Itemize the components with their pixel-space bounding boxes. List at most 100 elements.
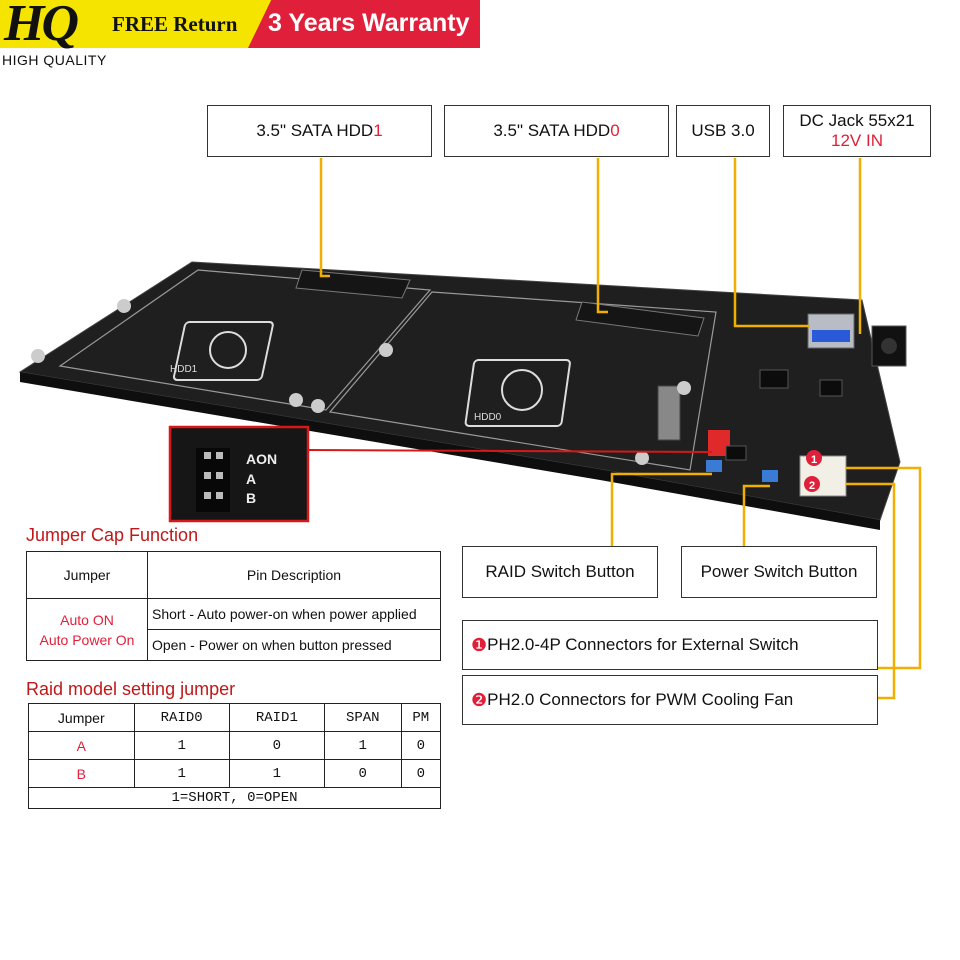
jumper-zoom-inset: [168, 425, 310, 523]
label-raid-button: RAID Switch Button: [462, 546, 658, 598]
jumper-caps: [708, 430, 730, 456]
table-row: Open - Power on when button pressed: [27, 629, 441, 661]
label-hdd0-num: 0: [610, 121, 620, 140]
warranty-text: 3 Years Warranty: [268, 9, 470, 37]
jumper-cap-open: Open - Power on when button pressed: [147, 629, 441, 661]
table-row: Jumper RAID0 RAID1 SPAN PM: [28, 703, 442, 732]
screw: [117, 299, 131, 313]
chip-c: [725, 445, 747, 461]
pin-header: [657, 385, 681, 441]
marker-2: [804, 476, 820, 492]
conn2-number: ❷: [471, 689, 488, 710]
zoom-label-aon: AON: [246, 451, 277, 467]
marker-2-text: 2: [809, 480, 815, 492]
zoom-pin: [216, 492, 223, 499]
chip-b: [819, 379, 843, 397]
leader-usb: [733, 158, 810, 328]
raid-header: SPAN: [323, 703, 402, 732]
raid-footer: 1=SHORT, 0=OPEN: [28, 787, 441, 809]
zoom-pin: [204, 492, 211, 499]
zoom-label-b: B: [246, 490, 256, 506]
warranty-badge: 3 Years Warranty: [248, 0, 480, 48]
jumper-cap-header-desc: Pin Description: [147, 551, 441, 599]
sata-connector-hdd0: [575, 301, 705, 337]
raid-cell: 1: [133, 731, 230, 760]
raid-cell: 0: [400, 759, 442, 788]
table-row: A 1 0 1 0: [28, 731, 442, 760]
free-return-badge: FREE Return: [108, 0, 278, 48]
usb-port-inner: [812, 330, 850, 342]
zoom-pin: [216, 472, 223, 479]
hdd0-icon: [464, 359, 571, 427]
marker-1-text: 1: [811, 454, 817, 466]
jumper-cap-short: Short - Auto power-on when power applied: [147, 598, 441, 630]
table-row: Jumper Pin Description: [26, 551, 441, 599]
table-row: 1=SHORT, 0=OPEN: [28, 787, 441, 809]
screw: [289, 393, 303, 407]
zoom-leader: [307, 449, 713, 453]
screw: [31, 349, 45, 363]
label-dc-line1: DC Jack 55x21: [799, 111, 915, 130]
raid-cell: 1: [228, 759, 325, 788]
leader-raid: [610, 472, 712, 546]
power-button: [762, 470, 778, 482]
label-hdd1-num: 1: [373, 121, 383, 140]
raid-header: RAID0: [133, 703, 230, 732]
label-power-button: Power Switch Button: [681, 546, 877, 598]
leader-power: [742, 484, 770, 546]
hdd1-icon: [172, 321, 274, 381]
conn1-number: ❶: [471, 634, 488, 655]
raid-row-jumper: A: [28, 731, 135, 760]
table-row: B 1 1 0 0: [28, 759, 442, 788]
screw: [635, 451, 649, 465]
label-dc-line2: 12V IN: [831, 131, 883, 150]
zoom-header-block: [196, 448, 230, 512]
table-row: Auto ON Auto Power On Short - Auto power…: [26, 598, 441, 661]
label-hdd1-text: 3.5" SATA HDD: [256, 121, 374, 140]
hq-subtitle: HIGH QUALITY: [2, 52, 107, 68]
raid-header: RAID1: [228, 703, 325, 732]
screw: [677, 381, 691, 395]
marker-1: [806, 450, 822, 466]
screw: [379, 343, 393, 357]
auto-power-on-label: Auto Power On: [39, 631, 135, 648]
raid-table: Jumper RAID0 RAID1 SPAN PM A 1 0 1 0 B 1…: [28, 703, 442, 809]
leader-hdd0: [596, 158, 608, 314]
label-usb: USB 3.0: [676, 105, 770, 157]
free-return-text: FREE Return: [112, 12, 238, 36]
jumper-cap-table: Jumper Pin Description Auto ON Auto Powe…: [26, 551, 441, 661]
leader-hdd1: [319, 158, 330, 278]
hdd1-disc-icon: [209, 331, 247, 369]
chip-a: [759, 369, 789, 389]
dc-jack: [871, 325, 907, 367]
conn1-text: PH2.0-4P Connectors for External Switch: [487, 635, 799, 654]
zoom-pin: [216, 452, 223, 459]
zoom-pin: [204, 452, 211, 459]
zoom-label-a: A: [246, 471, 256, 487]
raid-cell: 0: [400, 731, 442, 760]
raid-cell: 0: [228, 731, 325, 760]
raid-cell: 0: [323, 759, 402, 788]
hdd0-disc-icon: [501, 369, 543, 411]
jumper-cap-title: Jumper Cap Function: [26, 525, 199, 545]
raid-header: Jumper: [28, 703, 135, 732]
raid-header: PM: [400, 703, 442, 732]
dc-jack-hole: [881, 338, 897, 354]
screw: [311, 399, 325, 413]
raid-table-title: Raid model setting jumper: [26, 679, 236, 699]
hdd1-silk: HDD1: [170, 364, 198, 375]
hdd0-bay: [328, 291, 717, 471]
raid-row-jumper: B: [28, 759, 135, 788]
hq-badge: [0, 0, 108, 48]
raid-cell: 1: [323, 731, 402, 760]
zoom-pin: [204, 472, 211, 479]
hdd0-silk: HDD0: [474, 412, 502, 423]
jumper-cap-header-jumper: Jumper: [26, 551, 148, 599]
conn2-text: PH2.0 Connectors for PWM Cooling Fan: [487, 690, 794, 709]
auto-on-label: Auto ON: [60, 611, 114, 628]
